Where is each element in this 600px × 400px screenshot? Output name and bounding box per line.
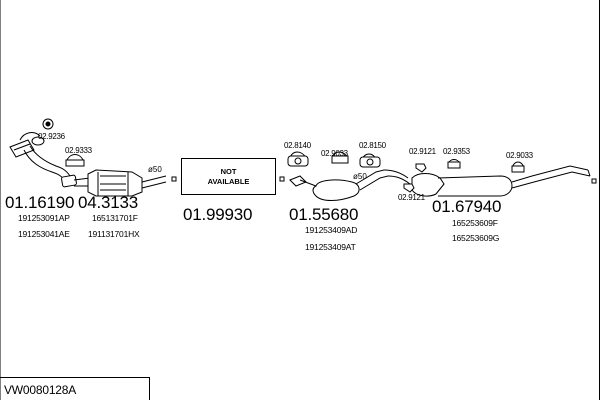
not-available-line2: AVAILABLE [207, 176, 250, 186]
center-silencer-drawing [289, 169, 411, 201]
clamp-2-9353 [447, 159, 461, 169]
article-number-center-silencer: 01.55680 [289, 205, 359, 224]
clamp-2-9333 [65, 154, 85, 167]
front-pipe-drawing [9, 132, 91, 188]
clamp-2-9121-b [403, 183, 415, 193]
mount-2-8150 [359, 153, 381, 168]
not-available-box: NOT AVAILABLE [181, 158, 276, 195]
clip-code-7: 02.9353 [443, 147, 470, 156]
clip-code-8: 02.9033 [506, 151, 533, 160]
oe-number-4: 191131701HX [88, 229, 140, 239]
mount-2-8140 [287, 151, 309, 167]
joint-marker-1 [171, 176, 177, 182]
oe-number-2: 191253041AE [18, 229, 70, 239]
oe-number-7: 165253609F [452, 218, 498, 228]
rear-silencer-drawing [411, 165, 591, 197]
article-number-catalyst: 04.3133 [78, 193, 139, 212]
clip-code-6: 02.9121 [409, 147, 436, 156]
catalytic-converter-drawing [87, 169, 167, 197]
clamp-2-9121-a [415, 163, 427, 173]
clamp-2-9033 [331, 151, 349, 164]
article-number-not-available: 01.99930 [183, 205, 253, 224]
joint-marker-2 [279, 176, 285, 182]
clip-code-1: 02.9236 [38, 132, 65, 141]
oe-number-1: 191253091AP [18, 213, 70, 223]
oe-number-5: 191253409AD [305, 225, 358, 235]
clip-code-9: 02.9121 [398, 193, 425, 202]
oe-number-3: 165131701F [92, 213, 138, 223]
diagram-code: VW0080128A [4, 383, 77, 397]
joint-marker-3 [591, 178, 597, 184]
clip-code-4: 02.9033 [321, 149, 348, 158]
diameter-mark-1: ø50 [148, 165, 162, 174]
diagram-code-box: VW0080128A [0, 377, 150, 400]
article-number-front-pipe: 01.16190 [5, 193, 75, 212]
clamp-2-9236 [42, 118, 54, 130]
article-number-rear-silencer: 01.67940 [432, 197, 502, 216]
diameter-mark-2: ø50 [353, 172, 367, 181]
not-available-line1: NOT [220, 167, 237, 177]
clip-code-5: 02.8150 [359, 141, 386, 150]
clip-code-3: 02.8140 [284, 141, 311, 150]
oe-number-8: 165253609G [452, 233, 500, 243]
clip-code-2: 02.9333 [65, 146, 92, 155]
clamp-2-9033-rear [511, 161, 525, 173]
oe-number-6: 191253409AT [305, 242, 356, 252]
